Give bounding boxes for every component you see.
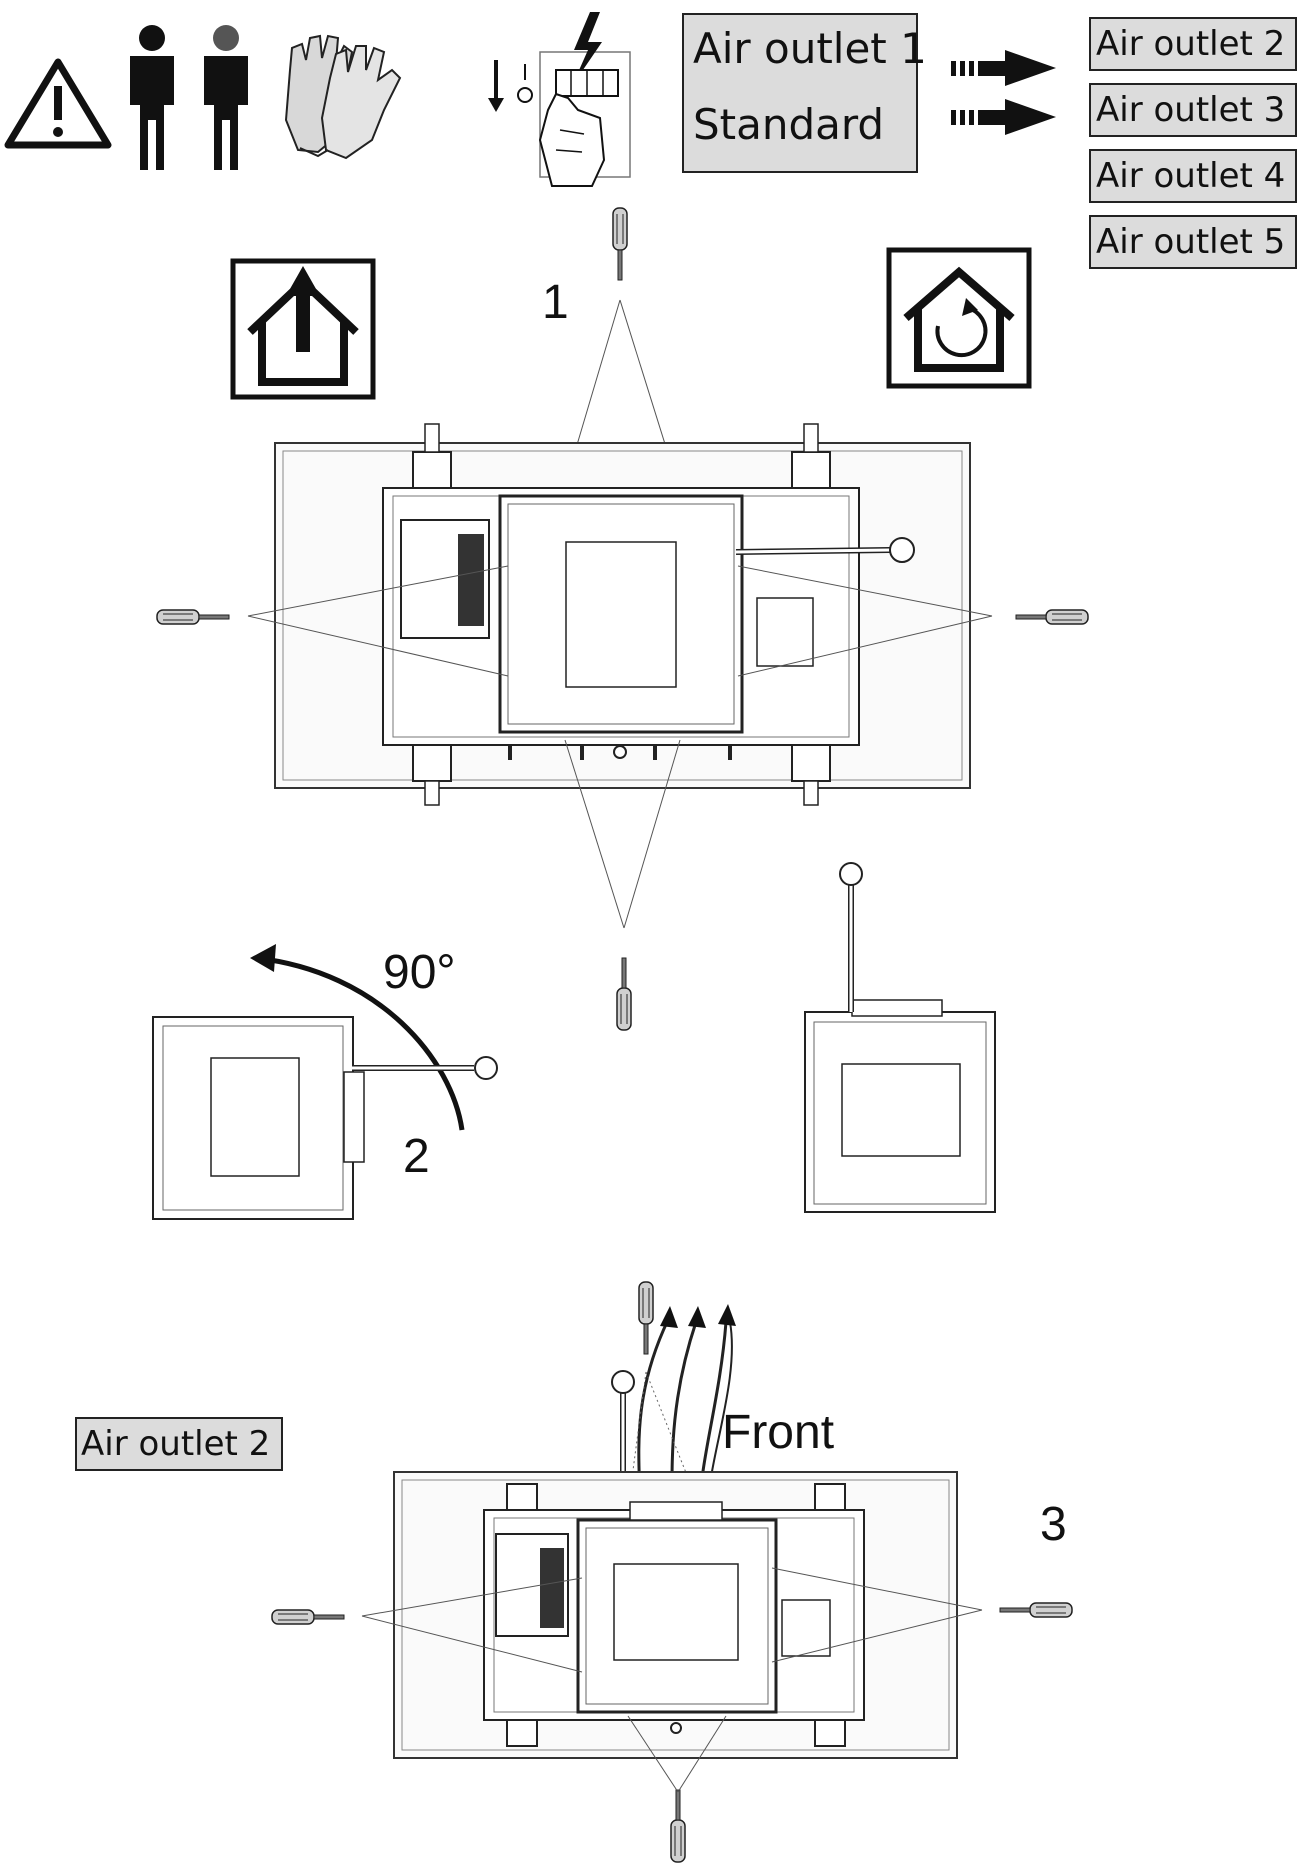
recirculation-air-icon <box>886 247 1032 389</box>
air-outlet-1-label: Air outlet 1 <box>693 24 927 73</box>
air-outlet-2-step-3-box: Air outlet 2 <box>75 1417 283 1471</box>
screwdriver-icon <box>999 1602 1073 1618</box>
panel-upright <box>804 862 996 1213</box>
step-3-number: 3 <box>1040 1498 1067 1551</box>
dashed-arrow-icon <box>951 99 1056 135</box>
rotation-angle-label: 90° <box>383 946 456 999</box>
exhaust-air-icon <box>230 258 376 400</box>
screwdriver-icon <box>638 1281 654 1355</box>
outlet-options-list: Air outlet 2 Air outlet 3 Air outlet 4 A… <box>1089 17 1297 269</box>
air-outlet-option: Air outlet 5 <box>1096 222 1285 262</box>
screwdriver-icon <box>616 957 632 1031</box>
screwdriver-icon <box>156 609 230 625</box>
guide-lines-bottom <box>564 739 681 929</box>
rotation-arrow-icon <box>250 944 465 1131</box>
outlet-option-arrows <box>951 50 1056 135</box>
step-2-number: 2 <box>403 1130 430 1183</box>
ceiling-unit-step-3 <box>393 1471 958 1759</box>
guide-lines-step-3 <box>361 1567 983 1793</box>
power-off-icon <box>488 12 631 187</box>
air-outlet-option: Air outlet 3 <box>1096 90 1285 130</box>
standard-label: Standard <box>693 100 884 149</box>
gloves-icon <box>284 34 402 160</box>
ceiling-unit-step-1 <box>274 423 971 806</box>
screwdriver-icon <box>1015 609 1089 625</box>
two-persons-icon <box>130 25 248 170</box>
screwdriver-icon <box>612 207 628 281</box>
dashed-arrow-icon <box>951 50 1056 86</box>
air-outlet-option: Air outlet 4 <box>1096 156 1285 196</box>
front-label: Front <box>722 1406 834 1459</box>
air-outlet-2-label: Air outlet 2 <box>81 1424 270 1464</box>
warning-icon <box>4 58 112 149</box>
screwdriver-icon <box>271 1609 345 1625</box>
screwdriver-icon <box>670 1789 686 1863</box>
panel-rotated <box>152 1016 498 1220</box>
guide-lines-sides <box>247 565 993 677</box>
step-1-number: 1 <box>542 276 569 329</box>
air-outlet-1-standard-box: Air outlet 1 Standard <box>682 13 927 173</box>
air-outlet-option: Air outlet 2 <box>1096 24 1285 64</box>
